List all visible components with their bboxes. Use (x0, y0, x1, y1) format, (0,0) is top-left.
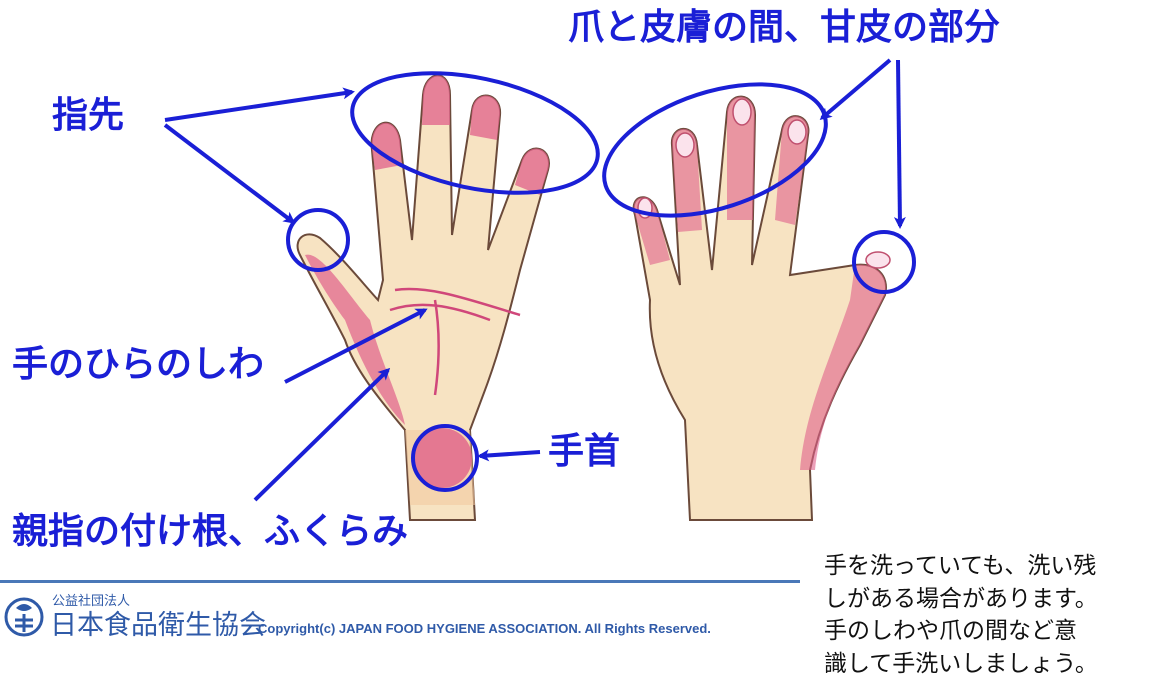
arrow-fingertips-to-ellipse (165, 92, 352, 120)
note-line: 手のしわや爪の間など意 (824, 615, 1164, 648)
back-nail-1 (733, 99, 751, 125)
note-line: 識して手洗いしましょう。 (824, 648, 1164, 680)
label-fingertips: 指先 (52, 96, 124, 136)
back-nail-3 (676, 133, 694, 157)
note-line: しがある場合があります。 (824, 583, 1164, 616)
back-nail-2 (788, 120, 806, 144)
note-line: 手を洗っていても、洗い残 (824, 550, 1164, 583)
back-hand-illustration (634, 97, 890, 520)
handwashing-note: 手を洗っていても、洗い残 しがある場合があります。 手のしわや爪の間など意 識し… (824, 550, 1164, 680)
org-name: 日本食品衛生協会 (50, 611, 266, 641)
arrow-nails-right (898, 60, 900, 226)
back-nail-thumb (866, 252, 890, 268)
label-wrist: 手首 (548, 432, 620, 472)
label-palm-creases: 手のひらのしわ (12, 345, 264, 385)
arrow-nails-left (822, 60, 890, 118)
arrow-thumb-base (255, 370, 388, 500)
label-nail-cuticle: 爪と皮膚の間、甘皮の部分 (568, 8, 1000, 48)
arrow-fingertips-to-thumb (165, 125, 293, 222)
arrow-wrist (480, 452, 540, 456)
copyright-notice: Copyright(c) JAPAN FOOD HYGIENE ASSOCIAT… (258, 621, 711, 637)
association-logo-icon (4, 594, 44, 640)
org-subtitle: 公益社団法人 (52, 594, 130, 610)
label-thumb-base: 親指の付け根、ふくらみ (12, 512, 408, 552)
footer-divider (0, 580, 800, 583)
